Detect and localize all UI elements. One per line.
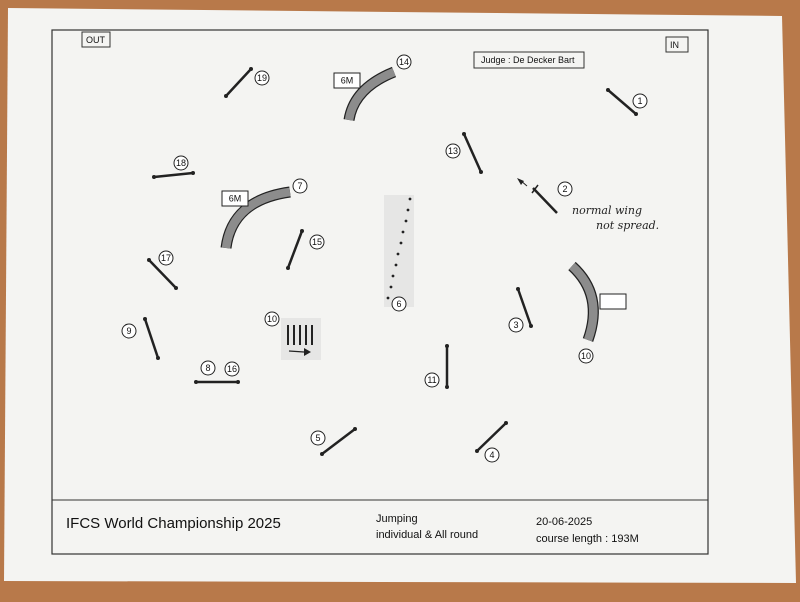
obstacle-number: 7: [297, 181, 302, 191]
number-circle: [309, 234, 325, 250]
tunnel-length-box: [221, 190, 249, 207]
obstacle-number: 10: [267, 314, 277, 324]
obstacle-jump-1: 1: [606, 88, 648, 116]
event-title: IFCS World Championship 2025: [66, 515, 281, 532]
number-circle: [508, 317, 524, 333]
obstacle-jump-5: 5: [310, 427, 357, 456]
number-circle: [173, 155, 189, 171]
number-circle: [200, 360, 216, 376]
number-circle: [292, 178, 308, 194]
arena-border: [51, 29, 709, 555]
out-corner: OUT: [81, 31, 111, 48]
obstacle-number: 1: [637, 96, 642, 106]
handwritten-note-line1: normal wing: [572, 204, 642, 217]
number-circle: [121, 323, 137, 339]
number-circle: [445, 143, 461, 159]
in-corner: IN: [665, 36, 689, 53]
obstacle-number: 15: [312, 237, 322, 247]
number-circle: [484, 447, 500, 463]
obstacle-jump-9: 9: [121, 317, 160, 360]
number-circle: [224, 361, 240, 377]
tunnel-length: 6M: [229, 194, 242, 204]
obstacle-weave-6: 6: [384, 195, 414, 312]
obstacle-number: 11: [427, 375, 436, 385]
obstacle-jump-17: 17: [147, 250, 178, 290]
class-line-2: individual & All round: [376, 529, 478, 541]
obstacle-number: 2: [562, 184, 567, 194]
obstacle-jump-18: 18: [152, 155, 195, 179]
number-circle: [264, 311, 280, 327]
tunnel-length: 6M: [341, 76, 354, 86]
course-length: course length : 193M: [536, 533, 639, 545]
number-circle: [158, 250, 174, 266]
obstacle-jump-15: 15: [286, 229, 325, 270]
judge-box: Judge : De Decker Bart: [473, 51, 585, 69]
obstacle-number: 6: [396, 299, 401, 309]
obstacle-number: 19: [257, 73, 267, 83]
obstacle-jump-13: 13: [445, 132, 483, 174]
obstacle-number: 17: [161, 253, 171, 263]
obstacle-jump-3: 3: [508, 287, 533, 333]
obstacle-number: 4: [489, 450, 494, 460]
obstacle-tunnel-7: 6M 7: [220, 178, 308, 249]
obstacle-number: 14: [399, 57, 409, 67]
number-circle: [391, 296, 407, 312]
obstacle-jump-11: 11: [424, 344, 449, 389]
obstacle-tire-10: 10 10 10: [264, 311, 321, 360]
obstacle-jump-19: 19: [224, 67, 270, 98]
handwritten-note-line2: not spread.: [596, 219, 659, 232]
obstacle-number: 13: [448, 146, 458, 156]
class-line-1: Jumping: [376, 513, 418, 525]
obstacle-number: 18: [176, 158, 186, 168]
number-circle: [254, 70, 270, 86]
tunnel-length-box: [599, 293, 627, 310]
obstacle-number: 5: [315, 433, 320, 443]
obstacle-tunnel-12: 10: [568, 261, 627, 364]
obstacle-number: 3: [513, 320, 518, 330]
course-date: 20-06-2025: [536, 516, 592, 528]
judge-name: Judge : De Decker Bart: [481, 55, 575, 65]
obstacle-number: 9: [126, 326, 131, 336]
obstacle-number: 8: [205, 363, 210, 373]
obstacle-jump-8-16: 8 16: [194, 360, 240, 384]
in-label: IN: [670, 40, 679, 50]
number-circle: [424, 372, 440, 388]
number-circle: [632, 93, 648, 109]
number-circle: [396, 54, 412, 70]
obstacle-number: 16: [227, 364, 237, 374]
number-circle: [578, 348, 594, 364]
number-circle: [557, 181, 573, 197]
tunnel-length-box: [333, 72, 361, 89]
obstacle-jump-4: 4: [475, 421, 508, 463]
out-label: OUT: [86, 35, 106, 45]
number-circle: [310, 430, 326, 446]
obstacle-number: 10: [581, 351, 591, 361]
obstacle-jump-2: 2: [517, 178, 573, 214]
obstacle-tunnel-14: 6M 14: [333, 54, 412, 122]
